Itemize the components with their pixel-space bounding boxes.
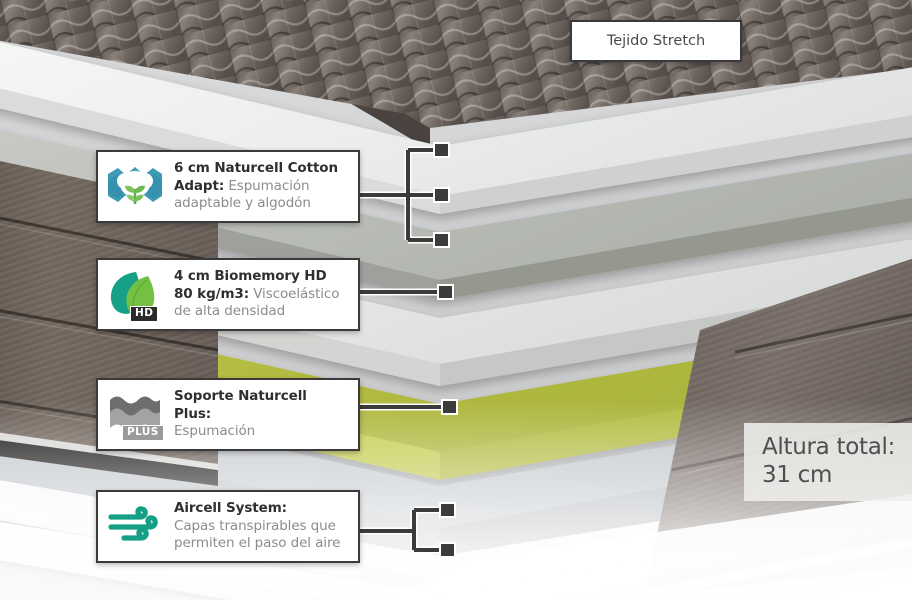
callout-desc-bio-l1: Viscoelástico <box>249 285 340 302</box>
cotton-boll-icon <box>106 160 164 212</box>
label-tejido-stretch-text: Tejido Stretch <box>606 33 706 49</box>
callout-naturcell-cotton-adapt[interactable]: 6 cm Naturcell Cotton Adapt: Espumación … <box>96 150 360 223</box>
callout-desc-aircell-l2: permiten el paso del aire <box>174 535 341 551</box>
leaf-icon: HD <box>106 268 164 323</box>
total-height-panel: Altura total: 31 cm <box>744 423 912 501</box>
connector-aircell <box>352 500 467 560</box>
callout-title-aircell: Aircell System: <box>174 500 287 516</box>
callout-desc-bio-l2: de alta densidad <box>174 303 286 319</box>
foam-block-icon: PLUS <box>106 388 164 442</box>
callout-desc-aircell-l1: Capas transpirables que <box>174 517 336 534</box>
callout-soporte-naturcell-plus[interactable]: PLUS Soporte Naturcell Plus: Espumación <box>96 378 360 451</box>
label-tejido-stretch: Tejido Stretch <box>570 20 742 62</box>
callout-title-bio-l1: 4 cm Biomemory HD <box>174 268 327 284</box>
callout-text-soporte: Soporte Naturcell Plus: Espumación <box>174 388 346 441</box>
connector-biomemory <box>352 283 462 303</box>
callout-title-cotton-l2: Adapt: <box>174 177 225 194</box>
callout-aircell-system[interactable]: Aircell System: Capas transpirables que … <box>96 490 360 563</box>
callout-title-cotton-l1: 6 cm Naturcell Cotton <box>174 160 338 176</box>
callout-title-soporte: Soporte Naturcell Plus: <box>174 388 307 422</box>
wind-icon <box>106 500 164 552</box>
total-height-label: Altura total: <box>762 434 896 460</box>
callout-text-cotton: 6 cm Naturcell Cotton Adapt: Espumación … <box>174 160 338 213</box>
connector-soporte-plus <box>352 398 467 418</box>
connector-cotton-adapt <box>352 140 462 250</box>
hd-badge: HD <box>130 306 159 323</box>
plus-badge: PLUS <box>122 425 164 442</box>
total-height-value: 31 cm <box>762 462 833 488</box>
callout-title-bio-l2: 80 kg/m3: <box>174 285 250 302</box>
callout-desc-cotton-l2: adaptable y algodón <box>174 195 311 211</box>
callout-text-aircell: Aircell System: Capas transpirables que … <box>174 500 340 553</box>
callout-desc-cotton-l1: Espumación <box>224 177 310 194</box>
callout-desc-soporte: Espumación <box>174 423 256 439</box>
callout-biomemory-hd[interactable]: HD 4 cm Biomemory HD 80 kg/m3: Viscoelás… <box>96 258 360 331</box>
callout-text-biomemory: 4 cm Biomemory HD 80 kg/m3: Viscoelástic… <box>174 268 340 321</box>
